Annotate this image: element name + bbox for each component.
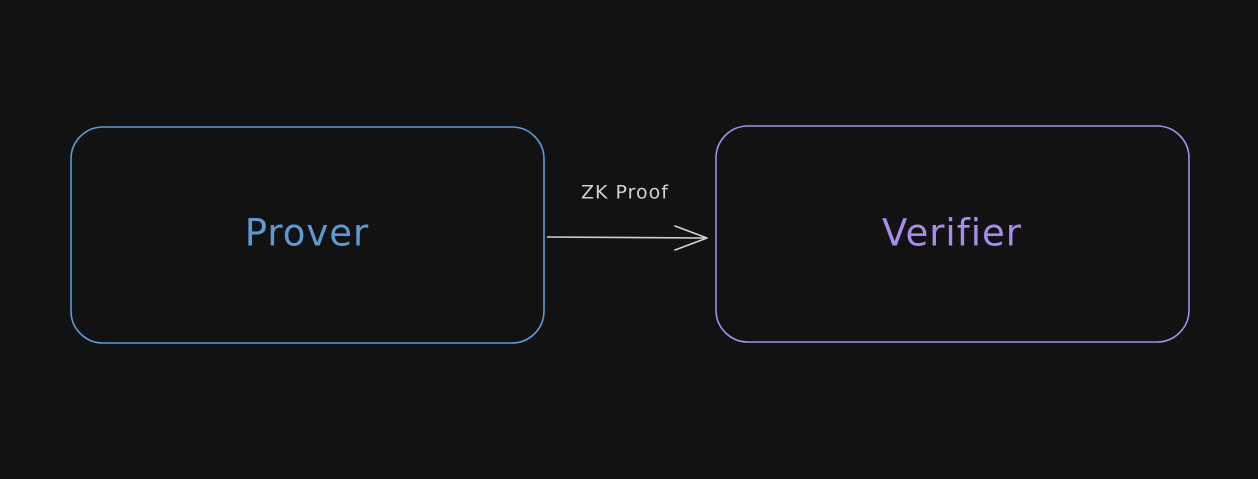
node-prover-box <box>70 126 545 344</box>
arrowhead-icon <box>674 225 708 251</box>
edge-zk-proof[interactable]: ZK Proof <box>546 182 708 251</box>
node-verifier[interactable]: Verifier <box>715 125 1190 343</box>
edge-zk-proof-label: ZK Proof <box>581 182 669 204</box>
edge-zk-proof-line <box>546 236 708 239</box>
node-verifier-label: Verifier <box>882 212 1022 255</box>
node-prover-label: Prover <box>245 212 370 255</box>
node-verifier-box <box>715 125 1190 343</box>
node-prover[interactable]: Prover <box>70 126 545 344</box>
